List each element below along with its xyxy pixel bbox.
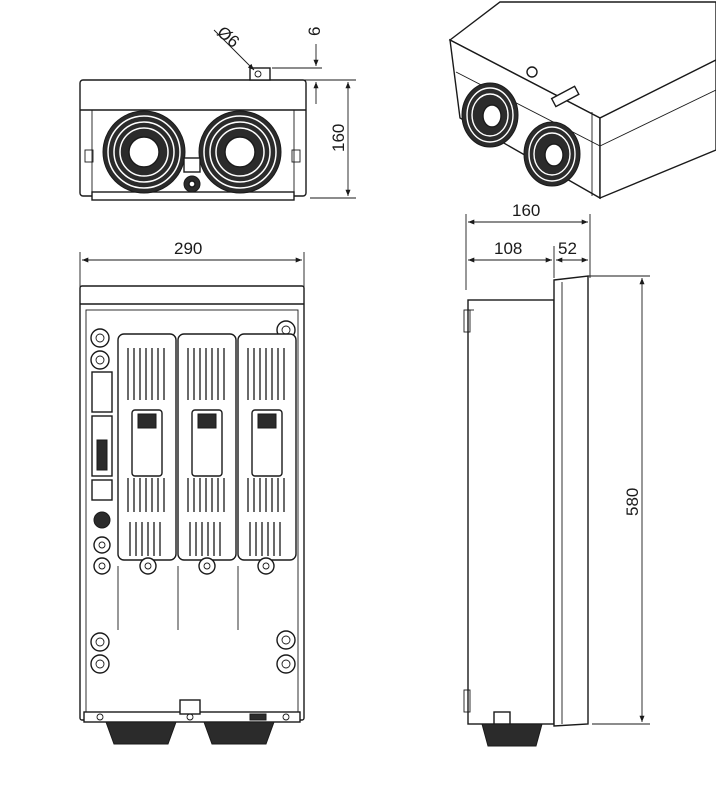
- mounting-holes: [90, 320, 296, 674]
- total-width-label: 290: [174, 239, 202, 258]
- side-depth-label: 160: [512, 201, 540, 220]
- front-height-label: 160: [329, 124, 348, 152]
- fuse-unit-2: [177, 333, 237, 630]
- side-depth-dimension: 160: [465, 201, 591, 290]
- iso-gland-left: [461, 82, 519, 148]
- fuse-unit-1: [117, 333, 177, 630]
- front-height-dimension: 160: [310, 79, 356, 199]
- side-depth-body-dimension: 108: [468, 239, 555, 278]
- isometric-view: [448, 1, 716, 200]
- side-depth-cover-label: 52: [558, 239, 577, 258]
- gland-right: [198, 110, 282, 194]
- gland-left: [102, 110, 186, 194]
- fuse-unit-3: [237, 333, 297, 630]
- side-depth-cover-dimension: 52: [556, 239, 588, 263]
- flange-thickness-label: 6: [305, 27, 324, 36]
- front-view: 290: [79, 239, 305, 745]
- total-height-dimension: 580: [588, 275, 650, 725]
- hole-diameter-label: Ø6: [213, 23, 243, 52]
- side-view: 160 108 52 580: [463, 201, 650, 747]
- total-width-dimension: 290: [79, 239, 305, 290]
- terminal-bar: [91, 371, 113, 575]
- side-depth-body-label: 108: [494, 239, 522, 258]
- iso-gland-right: [523, 121, 581, 187]
- total-height-label: 580: [623, 488, 642, 516]
- hole-diameter-dimension: Ø6: [213, 23, 255, 71]
- top-view: [79, 67, 307, 201]
